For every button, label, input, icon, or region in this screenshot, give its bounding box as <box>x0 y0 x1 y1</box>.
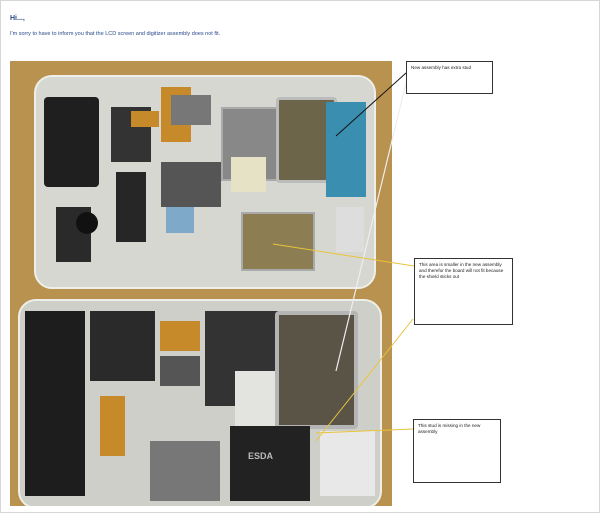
annotation-extra-stud: New assembly has extra stud <box>406 61 493 94</box>
email-greeting: Hi..., <box>10 15 25 22</box>
chip-label: ESDA <box>248 451 274 461</box>
new-assembly-board <box>34 75 376 289</box>
annotation-missing-stud: This stud is missing in the new assembly <box>413 419 501 483</box>
email-body-text: I'm sorry to have to inform you that the… <box>10 31 221 37</box>
annotation-smaller-area: This area is smaller in the new assembly… <box>414 258 513 325</box>
phone-boards-photo: ESDA <box>10 61 392 506</box>
old-assembly-board: ESDA <box>18 299 382 506</box>
